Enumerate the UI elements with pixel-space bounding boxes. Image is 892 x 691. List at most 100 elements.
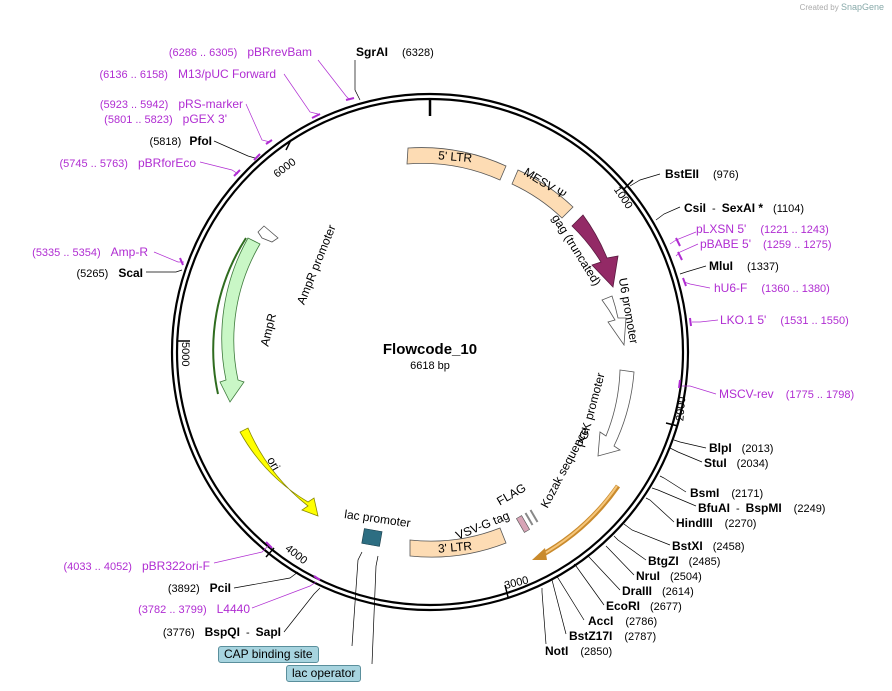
- hu6f-name: hU6-F: [714, 281, 747, 295]
- bfuai-pos: (2249): [794, 503, 826, 515]
- site-bsmi: BsmI (2171): [690, 486, 763, 500]
- blpi-name: BlpI: [709, 441, 732, 455]
- site-noti: NotI(2850): [545, 644, 612, 658]
- pbabe-name: pBABE 5': [700, 237, 751, 251]
- pbrrevbam-leader: [317, 59, 351, 101]
- draiii-pos: (2614): [662, 586, 694, 598]
- lko1-mark: [689, 317, 692, 327]
- bspqi-sep: -: [246, 627, 250, 639]
- sapi-name: SapI: [256, 625, 281, 639]
- bsmi-name: BsmI: [690, 486, 719, 500]
- mscvrev-name: MSCV-rev: [719, 387, 774, 401]
- sexai-name: SexAI *: [722, 201, 764, 215]
- bstz17i-name: BstZ17I: [569, 629, 612, 643]
- ltr3-label: 3' LTR: [437, 539, 473, 556]
- tick-mark-4000: [265, 547, 275, 558]
- site-blpi: BlpI(2013): [709, 441, 773, 455]
- primer-pbrrevbam: (6286 .. 6305)pBRrevBam: [169, 45, 312, 59]
- btgzi-name: BtgZI: [648, 554, 679, 568]
- primer-plxsn: pLXSN 5' (1221 .. 1243): [696, 222, 829, 236]
- plxsn-pos: (1221 .. 1243): [760, 224, 829, 236]
- csii-name: CsiI: [684, 201, 706, 215]
- hindiii-name: HindIII: [676, 516, 713, 530]
- lko1-leader: [692, 319, 719, 323]
- m13-leader: [283, 73, 319, 115]
- l4440-name: L4440: [217, 602, 251, 616]
- primer-lko1: LKO.1 5'(1531 .. 1550): [720, 313, 849, 327]
- cap-leader: [351, 551, 363, 647]
- plasmid-name: Flowcode_10: [383, 341, 477, 358]
- lacop-leader: [371, 555, 379, 665]
- plxsn-name: pLXSN 5': [696, 222, 746, 236]
- bfuai-sep: -: [736, 503, 740, 515]
- pfoi-pos: (5818): [150, 136, 182, 148]
- pcii-pos: (3892): [168, 583, 200, 595]
- site-bstz17i: BstZ17I (2787): [569, 629, 656, 643]
- ltr3-arrow: [409, 527, 507, 558]
- sgrai-name: SgrAI: [356, 45, 388, 59]
- scai-name: ScaI: [118, 266, 143, 280]
- sgrai-pos: (6328): [402, 47, 434, 59]
- prsmarker-mark: [265, 139, 273, 145]
- prsmarker-name: pRS-marker: [178, 97, 243, 111]
- acci-name: AccI: [588, 614, 613, 628]
- flag-mark-2: [529, 509, 539, 523]
- site-nrui: NruI (2504): [636, 569, 702, 583]
- orange-feature-arrowhead: [532, 548, 547, 560]
- bsteii-pos: (976): [713, 169, 739, 181]
- tick-mark-2000: [665, 422, 679, 427]
- plasmid-length: 6618 bp: [410, 360, 450, 372]
- sgrai-leader: [354, 60, 361, 101]
- m13-mark: [311, 113, 321, 119]
- site-pfoi: (5818)PfoI: [150, 134, 212, 148]
- pbabe-leader: [675, 243, 699, 257]
- site-pcii: (3892)PciI: [168, 581, 231, 595]
- site-csii: CsiI-SexAI *(1104): [684, 201, 804, 215]
- lac-promoter-label: lac promoter: [344, 507, 412, 530]
- bspmi-name: BspMI: [746, 501, 782, 515]
- draiii-leader: [587, 555, 621, 591]
- mlui-pos: (1337): [747, 261, 779, 273]
- nrui-name: NruI: [636, 569, 660, 583]
- watermark-brand: SnapGene: [840, 2, 884, 12]
- pbrforeco-name: pBRforEco: [138, 156, 196, 170]
- bspqi-pos: (3776): [163, 627, 195, 639]
- pbabe-mark: [677, 251, 683, 261]
- bfuai-name: BfuAI: [698, 501, 730, 515]
- bsteii-leader: [629, 173, 661, 187]
- tick-label-5000: 5000: [179, 342, 191, 366]
- bfuai-leader: [651, 487, 697, 507]
- mlui-leader: [679, 265, 707, 275]
- primer-ampr: (5335 .. 5354)Amp-R: [32, 245, 148, 259]
- tick-label-6000: 6000: [272, 156, 299, 180]
- nrui-pos: (2504): [670, 571, 702, 583]
- ampr-arrow: [219, 237, 261, 403]
- snapgene-watermark: Created by SnapGene: [800, 2, 884, 12]
- tick-label-4000: 4000: [283, 542, 310, 567]
- plxsn-leader: [669, 231, 697, 245]
- ampr-promoter-arrow: [257, 225, 279, 243]
- tick-mark-1000: [623, 179, 634, 190]
- bstz17i-pos: (2787): [624, 631, 656, 643]
- bsmi-pos: (2171): [731, 488, 763, 500]
- pbrrevbam-mark: [345, 97, 355, 101]
- backbone-outer: [170, 92, 690, 612]
- primer-l4440: (3782 .. 3799)L4440: [138, 602, 250, 616]
- pbr322orif-pos: (4033 .. 4052): [63, 561, 132, 573]
- hu6f-mark: [682, 277, 687, 287]
- scai-pos: (5265): [77, 268, 109, 280]
- primer-pbabe: pBABE 5'(1259 .. 1275): [700, 237, 832, 251]
- ltr5-label: 5' LTR: [438, 148, 474, 165]
- prsmarker-leader: [245, 103, 271, 143]
- noti-name: NotI: [545, 644, 568, 658]
- ecori-leader: [573, 563, 605, 606]
- site-draiii: DraIII(2614): [622, 584, 694, 598]
- site-bsteii: BstEII(976): [665, 167, 739, 181]
- bspqi-leader: [283, 587, 321, 633]
- site-sgrai: SgrAI (6328): [356, 45, 434, 59]
- pbrforeco-pos: (5745 .. 5763): [59, 158, 128, 170]
- pgex-pos: (5801 .. 5823): [104, 114, 173, 126]
- stui-name: StuI: [704, 456, 727, 470]
- mscvrev-leader: [682, 385, 717, 395]
